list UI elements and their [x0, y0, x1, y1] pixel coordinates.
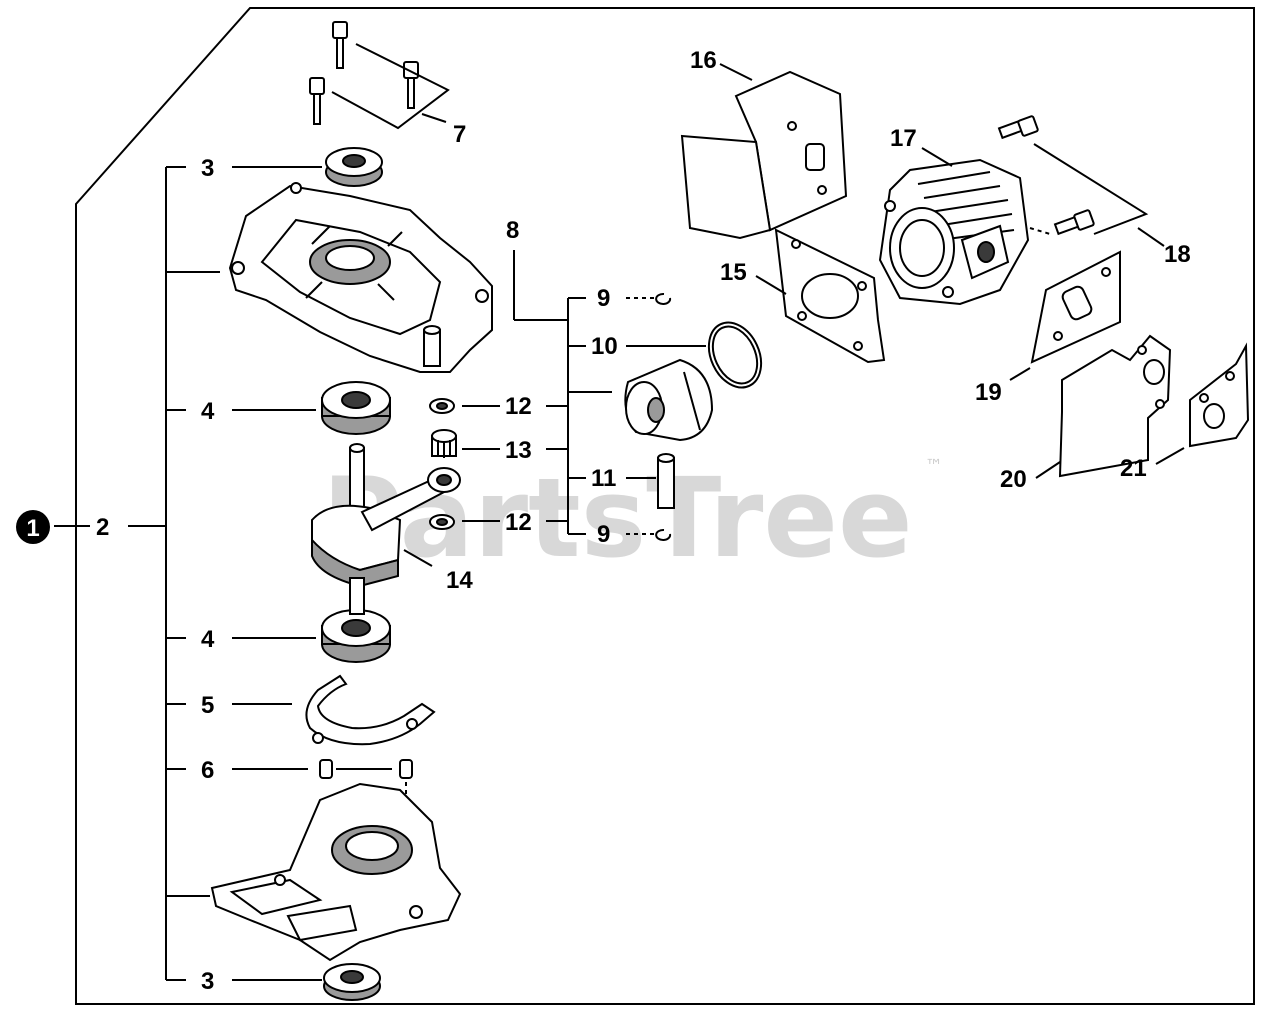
callout-10: 10	[591, 333, 618, 360]
cylinder-17	[878, 158, 1030, 306]
callout-9-top: 9	[597, 285, 610, 312]
crankcase-lower	[210, 782, 462, 962]
callout-9-bottom: 9	[597, 521, 610, 548]
piston-ring-10	[707, 321, 763, 389]
screws-7	[309, 21, 450, 130]
bearing-4-top	[321, 381, 391, 435]
gasket-20	[1058, 334, 1172, 478]
callout-3-bottom: 3	[201, 968, 214, 995]
callout-16: 16	[690, 47, 717, 74]
callout-2: 2	[96, 514, 109, 541]
callout-12-bottom: 12	[505, 509, 532, 536]
watermark-text: PartsTree	[322, 454, 913, 582]
bracket-group-2	[54, 166, 220, 981]
oil-seal-3-top	[325, 147, 383, 187]
cylinder-gasket-15	[774, 228, 886, 364]
gasket-5	[305, 674, 436, 746]
callout-17: 17	[890, 125, 917, 152]
gasket-21	[1189, 342, 1250, 448]
dowel-pin-6-left	[319, 759, 333, 779]
callout-20: 20	[1000, 466, 1027, 493]
dowel-pin-6-right	[399, 759, 413, 779]
callout-1: 1	[26, 515, 39, 542]
watermark-trademark: ™	[925, 456, 943, 477]
piston	[624, 358, 714, 442]
callout-4-bottom: 4	[201, 626, 215, 653]
bracket-group-8	[513, 250, 612, 535]
needle-bearing-13	[431, 429, 457, 458]
callout-5: 5	[201, 692, 214, 719]
callout-12-top: 12	[505, 393, 532, 420]
bearing-4-bottom	[321, 609, 391, 663]
exhaust-gasket-19	[1030, 250, 1121, 364]
callout-8: 8	[506, 217, 519, 244]
callout-3-top: 3	[201, 155, 214, 182]
callout-19: 19	[975, 379, 1002, 406]
circlip-9-bottom	[655, 528, 672, 541]
callout-15: 15	[720, 259, 747, 286]
callout-18: 18	[1164, 241, 1191, 268]
circlip-9-top	[655, 292, 672, 305]
callout-21: 21	[1120, 455, 1147, 482]
callout-11: 11	[591, 465, 616, 492]
callout-7: 7	[453, 121, 466, 148]
callout-6: 6	[201, 757, 214, 784]
callout-13: 13	[505, 437, 532, 464]
bolts-18	[997, 115, 1165, 247]
piston-pin-11	[657, 453, 675, 509]
callout-4-top: 4	[201, 398, 215, 425]
assembly-callout-badge	[16, 510, 50, 544]
crankshaft-14	[311, 443, 461, 615]
diagram-frame	[75, 7, 1255, 1005]
muffler-cover-16	[680, 70, 848, 240]
oil-seal-3-bottom	[323, 963, 381, 1001]
callout-14: 14	[446, 567, 473, 594]
crankcase-upper	[228, 182, 493, 373]
